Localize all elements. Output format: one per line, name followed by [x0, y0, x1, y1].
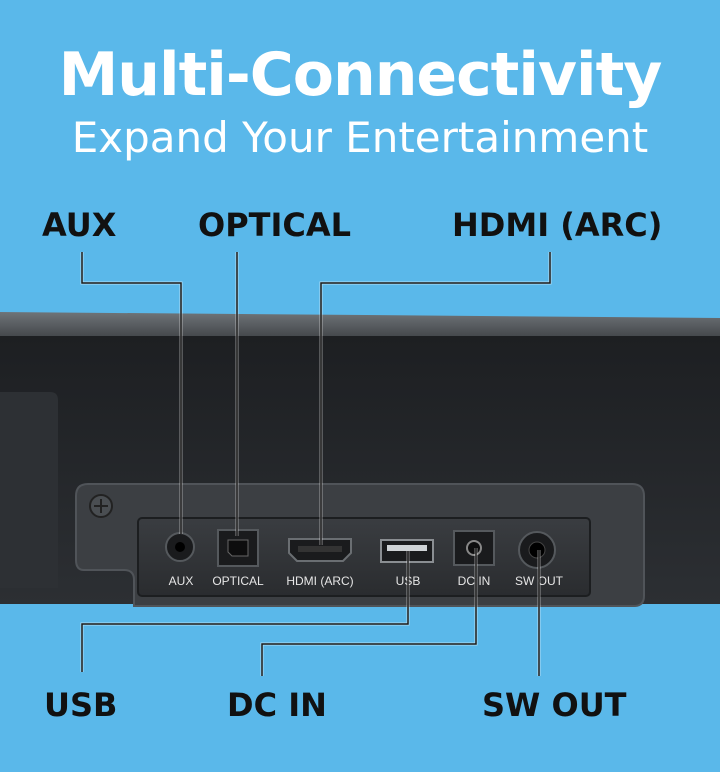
callout-dc-in: DC IN — [227, 686, 327, 724]
callout-hdmi: HDMI (ARC) — [452, 206, 663, 244]
dc-in-port-icon — [453, 530, 495, 566]
callout-sw-out: SW OUT — [482, 686, 627, 724]
callout-usb: USB — [44, 686, 118, 724]
leader-lines-bottom — [80, 548, 541, 676]
sw-out-port-icon — [518, 531, 556, 569]
callout-aux: AUX — [42, 206, 117, 244]
panel-label-aux: AUX — [169, 574, 194, 588]
callout-optical: OPTICAL — [198, 206, 352, 244]
panel-label-hdmi: HDMI (ARC) — [286, 574, 353, 588]
headline-subtitle: Expand Your Entertainment — [71, 113, 649, 162]
headline-title: Multi-Connectivity — [58, 40, 663, 110]
leader-lines-top — [80, 252, 552, 545]
panel-label-optical: OPTICAL — [212, 574, 264, 588]
hdmi-port-icon — [288, 538, 352, 562]
aux-port-icon — [165, 532, 195, 562]
panel-label-dc-in: DC IN — [458, 574, 491, 588]
screw-icon — [89, 494, 113, 518]
